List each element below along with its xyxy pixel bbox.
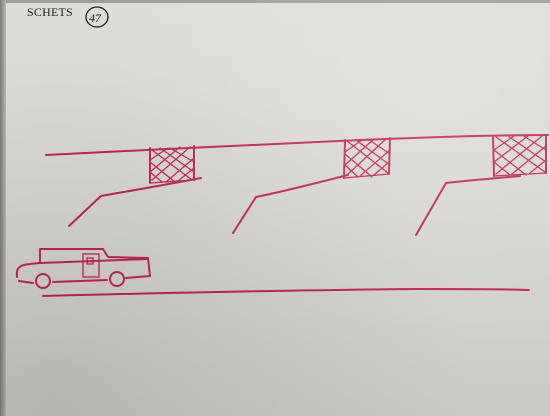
ramp-line-3 [416,176,520,235]
hatched-block-1 [150,146,194,183]
ramp-line-2 [233,175,348,233]
car-rear-wheel [36,274,50,288]
car-roof-line [40,259,148,263]
sheet-number: 47 [86,7,108,27]
number-text: 47 [89,11,102,25]
canopy-line [46,135,548,155]
hatched-block-3 [493,135,546,176]
car-drawing [17,249,150,288]
car-front-wheel [110,272,124,286]
hatched-block-2 [344,138,390,178]
road-line [43,289,529,296]
ramp-line-1 [69,178,201,226]
